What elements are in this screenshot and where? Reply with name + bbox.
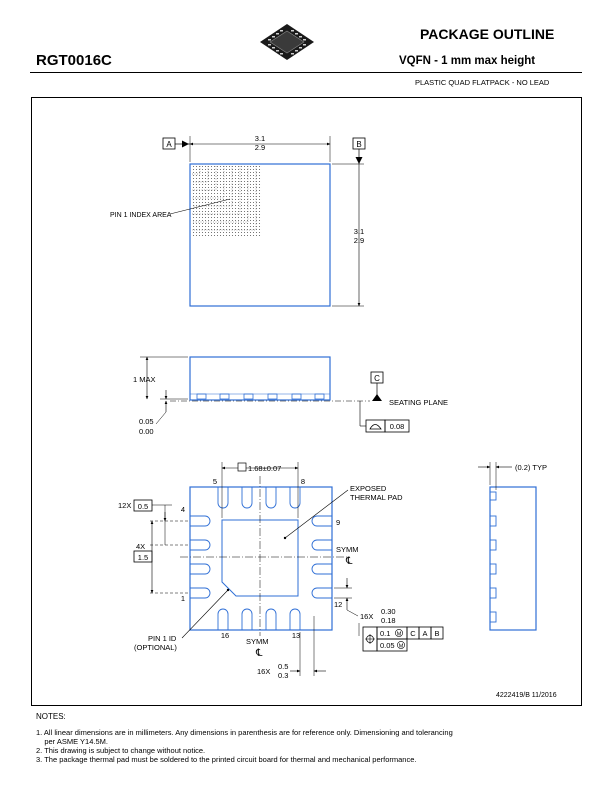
fcf-datum-c: C <box>410 629 416 638</box>
note-item: 3. The package thermal pad must be solde… <box>36 755 417 764</box>
note-item: 1. All linear dimensions are in millimet… <box>36 728 453 737</box>
square-symbol-icon <box>237 462 247 472</box>
fcf-datum-b: B <box>434 629 439 638</box>
pad-size: 1.68±0.07 <box>248 464 281 473</box>
position-tolerance-box-2 <box>376 638 408 652</box>
pin-13-label: 13 <box>292 631 300 640</box>
height-min: 2.9 <box>354 236 364 245</box>
package-body-top <box>189 163 331 307</box>
height-max: 3.1 <box>354 227 364 236</box>
exposed-pad-label: EXPOSED <box>350 484 387 493</box>
header-divider <box>30 72 582 73</box>
pitch-span-count: 4X <box>136 542 145 551</box>
lead-width-max: 0.30 <box>381 607 396 616</box>
pitch-value: 0.5 <box>138 502 148 511</box>
package-type: VQFN - 1 mm max height <box>399 55 536 67</box>
flatness-value-box <box>384 419 410 433</box>
drawing-frame <box>31 97 582 706</box>
pin-9-label: 9 <box>336 518 340 527</box>
flatness-icon <box>369 424 382 430</box>
lead-width-count: 16X <box>360 612 373 621</box>
top-leads <box>217 487 301 509</box>
position-tolerance: 0.1 <box>380 629 390 638</box>
bottom-view: 1.68±0.07 5 8 4 9 1 12 16 13 EXPOSED THE… <box>118 462 444 680</box>
header-title: PACKAGE OUTLINE <box>420 26 555 42</box>
datum-a-box <box>162 137 176 150</box>
height-max-label: 1 MAX <box>133 375 156 384</box>
flatness-value: 0.08 <box>390 422 405 431</box>
package-body-bottom <box>189 486 333 631</box>
symm-mark-right: ℄ <box>345 556 353 567</box>
lead-width-min: 0.18 <box>381 616 396 625</box>
pin1-index-area <box>192 166 262 236</box>
package-body-side <box>189 356 331 401</box>
package-body-end <box>489 486 537 631</box>
notes-title: NOTES: <box>36 712 66 721</box>
svg-text:M: M <box>399 644 404 650</box>
pin-16-label: 16 <box>221 631 229 640</box>
pin-1-label: 1 <box>181 594 185 603</box>
note-item: 2. This drawing is subject to change wit… <box>36 746 206 755</box>
package-chip-icon <box>260 24 314 60</box>
bottom-leads <box>217 608 301 630</box>
position-tolerance-2: 0.05 <box>380 641 395 650</box>
pin-8-label: 8 <box>301 477 305 486</box>
datum-c-label: C <box>374 374 380 383</box>
pitch-box <box>133 499 153 512</box>
datum-b-label: B <box>356 140 361 149</box>
pin1-id-label: PIN 1 ID <box>148 634 177 643</box>
symm-label-right: SYMM <box>336 545 359 554</box>
symm-label-bottom: SYMM <box>246 637 269 646</box>
pin-12-label: 12 <box>334 600 342 609</box>
width-max: 3.1 <box>255 134 265 143</box>
top-view: A 3.1 2.9 B 3.1 2.9 PIN 1 INDEX AREA <box>110 134 366 307</box>
lead-length-min: 0.3 <box>278 671 288 680</box>
lead-length-count: 16X <box>257 667 270 676</box>
width-min: 2.9 <box>255 143 265 152</box>
pitch-span-value: 1.5 <box>138 553 148 562</box>
end-view-typ-label: (0.2) TYP <box>515 463 547 472</box>
side-view: 1 MAX 0.05 0.00 C SEATING PLANE 0.08 <box>133 356 448 436</box>
seating-plane-label: SEATING PLANE <box>389 398 448 407</box>
drawing-id: 4222419/B 11/2016 <box>496 692 557 699</box>
mmc-icon-2 <box>397 641 405 649</box>
standoff-max: 0.05 <box>139 417 154 426</box>
left-leads <box>190 515 211 599</box>
notes-list: 1. All linear dimensions are in millimet… <box>36 728 453 764</box>
pin1-index-label: PIN 1 INDEX AREA <box>110 212 172 219</box>
note-item: per ASME Y14.5M. <box>36 737 108 746</box>
pin1-optional-label: (OPTIONAL) <box>134 643 177 652</box>
right-leads <box>311 515 332 599</box>
thermal-pad <box>221 519 299 597</box>
pitch-count: 12X <box>118 501 131 510</box>
thermal-pad-label: THERMAL PAD <box>350 493 403 502</box>
datum-a-label: A <box>166 140 172 149</box>
package-description: PLASTIC QUAD FLATPACK - NO LEAD <box>415 78 550 87</box>
part-number: RGT0016C <box>36 52 112 69</box>
svg-text:M: M <box>397 632 402 638</box>
mmc-icon <box>395 629 403 637</box>
standoff-min: 0.00 <box>139 427 154 436</box>
lead-length-max: 0.5 <box>278 662 288 671</box>
symm-mark-bottom: ℄ <box>255 648 263 659</box>
flatness-symbol-box <box>365 419 386 433</box>
pin-4-label: 4 <box>181 505 185 514</box>
fcf-datum-a: A <box>422 629 427 638</box>
pin-5-label: 5 <box>213 477 217 486</box>
end-view: (0.2) TYP <box>478 462 547 631</box>
